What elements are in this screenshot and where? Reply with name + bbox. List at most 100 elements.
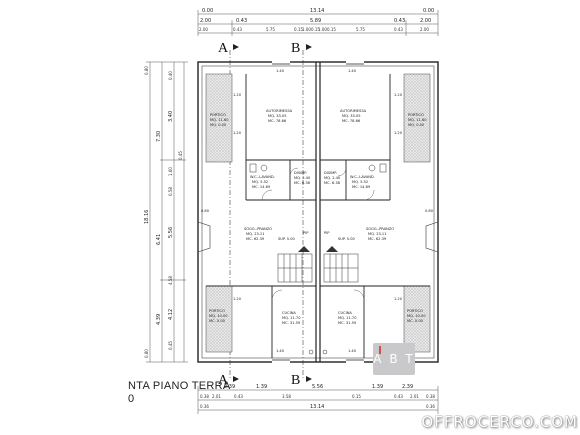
- left-dim-1: 0.80: [144, 66, 149, 75]
- svg-text:MC. 6.38: MC. 6.38: [324, 181, 341, 185]
- window-openings: [272, 61, 364, 363]
- room-soggiorno-left: SOGG.-PRANZO MQ. 23.11 MC. 62.39: [244, 227, 272, 241]
- top-dim-3b: 0.43: [233, 27, 242, 32]
- svg-text:DISIMP.: DISIMP.: [294, 171, 307, 175]
- svg-text:MQ. 11.70: MQ. 11.70: [282, 316, 301, 320]
- room-portico-top-right: PORTICO MQ. 11.60 MQ. 0.00: [408, 113, 427, 127]
- svg-text:W.C.-LAVAND.: W.C.-LAVAND.: [350, 175, 375, 179]
- svg-text:MQ. 23.11: MQ. 23.11: [246, 232, 265, 236]
- svg-text:0.80: 0.80: [201, 209, 210, 213]
- plan-caption-subtitle: 0: [128, 393, 135, 405]
- left-dim-14: 0.45: [168, 341, 173, 350]
- svg-text:MQ. 0.00: MQ. 0.00: [210, 123, 227, 127]
- bottom-dim-3b: 13.14: [310, 404, 324, 410]
- bottom-dim-1b: 1.39: [256, 384, 267, 390]
- bottom-dim-2f: 0.43: [394, 394, 403, 399]
- room-disimp-left: DISIMP. MQ. 2.40 MC. 6.38: [294, 171, 311, 185]
- left-dim-7: 18.16: [144, 210, 150, 224]
- svg-text:MC. 62.39: MC. 62.39: [368, 237, 387, 241]
- section-arrow-a-top: [233, 44, 239, 50]
- room-cucina-right: CUCINA MQ. 11.70 MC. 31.59: [338, 311, 357, 325]
- top-dim-1a: 0.00: [202, 8, 213, 14]
- room-portico-bottom-right: PORTICO MQ. 10.00 MC. 0.00: [407, 309, 426, 323]
- section-mark-a-top: A: [218, 41, 229, 56]
- left-dim-12: 4.12: [168, 309, 174, 320]
- site-watermark: OFFROCERCO.COM: [421, 413, 578, 431]
- top-dim-3c: 5.75: [266, 27, 275, 32]
- svg-text:MC. 0.00: MC. 0.00: [209, 319, 226, 323]
- top-dim-2e: 2.00: [420, 18, 431, 24]
- abt-logo: A B T: [373, 343, 415, 375]
- bottom-dim-1e: 2.39: [402, 384, 413, 390]
- meter-symbol-left: [308, 349, 314, 355]
- left-dim-8: 0.58: [168, 187, 173, 196]
- svg-text:MC. 31.59: MC. 31.59: [338, 321, 357, 325]
- svg-text:MC. 0.00: MC. 0.00: [407, 319, 424, 323]
- svg-text:MC. 78.66: MC. 78.66: [342, 119, 361, 123]
- room-autorimessa-left: AUTORIMESSA MQ. 33.05 MC. 78.66: [266, 109, 293, 123]
- bottom-dim-2a: 0.38: [200, 394, 209, 399]
- top-dim-1c: 0.00: [423, 8, 434, 14]
- svg-text:MQ. 0.00: MQ. 0.00: [408, 123, 425, 127]
- svg-text:SUP. 5.00: SUP. 5.00: [338, 237, 356, 241]
- svg-text:1.40: 1.40: [348, 349, 357, 353]
- svg-text:MQ. 33.05: MQ. 33.05: [268, 114, 287, 118]
- svg-text:W.C.-LAVAND.: W.C.-LAVAND.: [250, 175, 275, 179]
- svg-text:MC. 31.59: MC. 31.59: [282, 321, 301, 325]
- svg-text:SOGG.-PRANZO: SOGG.-PRANZO: [244, 227, 272, 231]
- bottom-dim-2e: 0.15: [352, 394, 361, 399]
- room-portico-bottom-left: PORTICO MQ. 10.00 MC. 0.00: [209, 309, 228, 323]
- bottom-dim-3c: 0.36: [426, 404, 435, 409]
- room-soggiorno-right: SOGG.-PRANZO MQ. 23.11 MC. 62.39: [366, 227, 394, 241]
- svg-text:SUP. 5.00: SUP. 5.00: [278, 237, 296, 241]
- section-arrow-a-bottom: [233, 376, 239, 382]
- svg-text:MC. 14.69: MC. 14.69: [252, 185, 271, 189]
- svg-text:MQ. 11.60: MQ. 11.60: [408, 118, 427, 122]
- left-dim-6: 1.60: [168, 167, 173, 176]
- interior-partitions: [206, 74, 430, 358]
- bottom-dim-1d: 1.39: [372, 384, 383, 390]
- svg-text:MC. 6.38: MC. 6.38: [294, 181, 311, 185]
- svg-text:DISIMP.: DISIMP.: [324, 171, 337, 175]
- svg-text:1.20: 1.20: [394, 131, 403, 135]
- doors: [261, 167, 375, 301]
- svg-text:MQ. 23.11: MQ. 23.11: [368, 232, 387, 236]
- top-dimension-lines: [197, 10, 439, 36]
- bottom-dimension-lines: [197, 386, 439, 414]
- svg-text:MQ. 11.60: MQ. 11.60: [210, 118, 229, 122]
- stair-arrow-left: [298, 246, 310, 252]
- top-dim-2d: 0.43: [394, 18, 405, 24]
- bottom-dim-1a: 2.39: [224, 384, 235, 390]
- svg-text:1.20: 1.20: [394, 93, 403, 97]
- svg-text:MQ. 2.40: MQ. 2.40: [294, 176, 311, 180]
- bottom-dim-1c: 5.56: [312, 384, 323, 390]
- top-dim-3g: 1.00: [318, 27, 327, 32]
- svg-text:PORTICO: PORTICO: [209, 309, 225, 313]
- svg-text:1.20: 1.20: [233, 131, 242, 135]
- top-dim-3e: 1.00: [302, 27, 311, 32]
- top-dim-2b: 0.43: [236, 18, 247, 24]
- section-mark-a-bottom: A: [218, 373, 229, 388]
- svg-text:AUTORIMESSA: AUTORIMESSA: [340, 109, 367, 113]
- svg-text:MQ. 10.00: MQ. 10.00: [209, 314, 228, 318]
- svg-text:AUTORIMESSA: AUTORIMESSA: [266, 109, 293, 113]
- svg-text:MQ. 5.52: MQ. 5.52: [252, 180, 268, 184]
- svg-text:MC. 78.66: MC. 78.66: [268, 119, 287, 123]
- abt-logo-accent: [379, 346, 381, 354]
- left-dim-9: 6.41: [156, 234, 162, 245]
- portico-top-right: [403, 73, 431, 163]
- svg-text:1.40: 1.40: [348, 69, 357, 73]
- top-dim-2a: 2.00: [200, 18, 211, 24]
- svg-text:PORTICO: PORTICO: [407, 309, 423, 313]
- svg-text:SOGG.-PRANZO: SOGG.-PRANZO: [366, 227, 394, 231]
- bottom-dim-2b: 2.01: [212, 394, 221, 399]
- top-dim-3h: 0.15: [327, 27, 336, 32]
- svg-text:CUCINA: CUCINA: [338, 311, 352, 315]
- left-dim-4: 3.40: [168, 111, 174, 122]
- left-dimension-lines: [146, 61, 188, 363]
- svg-text:PIP: PIP: [324, 231, 330, 235]
- svg-text:1.20: 1.20: [233, 297, 242, 301]
- section-arrow-b-top: [306, 44, 312, 50]
- section-arrow-b-bottom: [306, 376, 312, 382]
